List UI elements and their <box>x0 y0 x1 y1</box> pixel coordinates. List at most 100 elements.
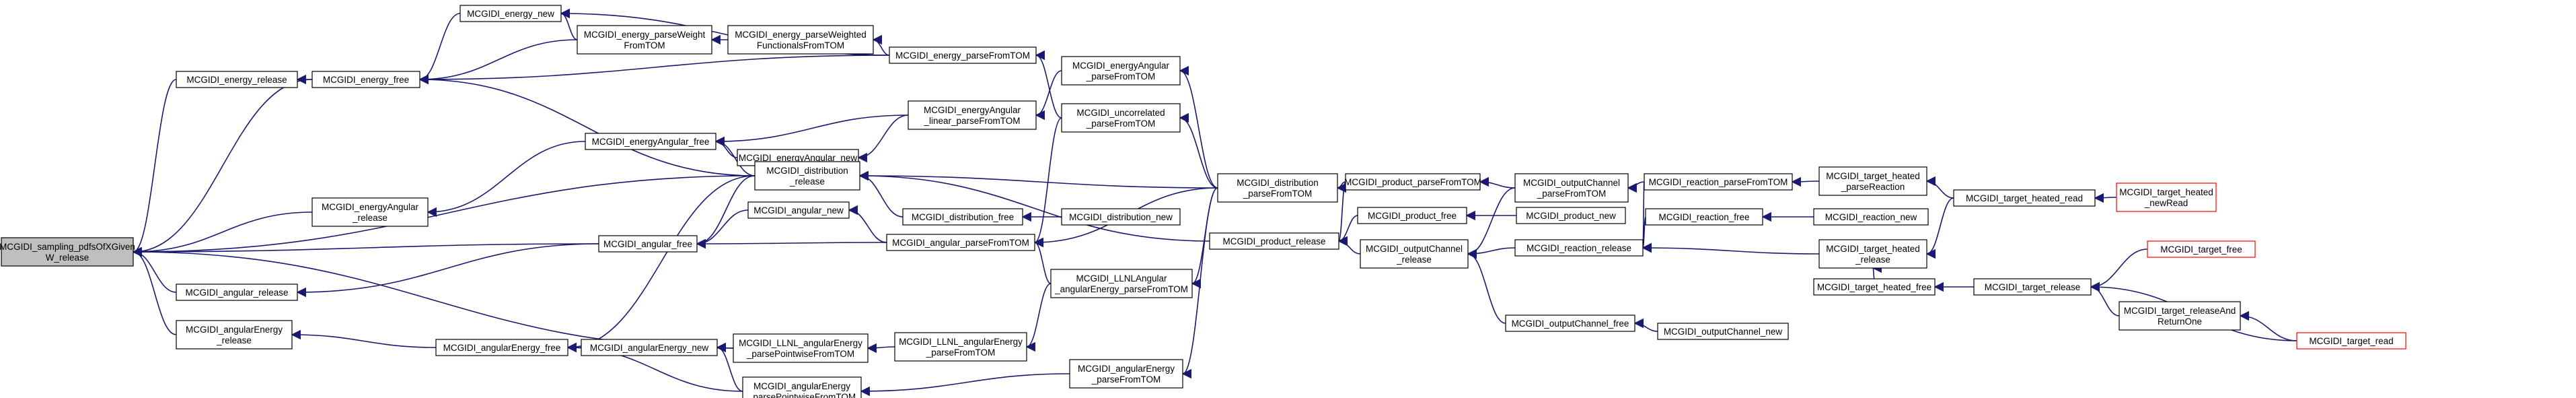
function-node-outputchannel-parsefromtom[interactable]: MCGIDI_outputChannel_parseFromTOM <box>1514 173 1629 203</box>
function-node-angularenergy-parsepointwise[interactable]: MCGIDI_angularEnergy_parsePointwiseFromT… <box>742 376 862 398</box>
call-edge <box>1337 181 1348 246</box>
node-box <box>1818 166 1927 196</box>
call-edge <box>858 170 904 218</box>
node-box <box>2116 183 2217 212</box>
call-edge <box>1627 181 1645 193</box>
node-label: FunctionalsFromTOM <box>757 40 844 51</box>
call-edge <box>427 141 586 218</box>
node-box <box>1514 173 1629 203</box>
function-node-outputchannel-release[interactable]: MCGIDI_outputChannel_release <box>1360 239 1469 269</box>
node-box <box>176 320 293 350</box>
function-node-energyangular-linear-parse[interactable]: MCGIDI_energyAngular_linear_parseFromTOM <box>908 100 1037 130</box>
node-label: _release <box>1396 255 1432 265</box>
function-node-distribution-parsefromtom[interactable]: MCGIDI_distribution_parseFromTOM <box>1217 173 1338 203</box>
node-box <box>1973 278 2092 296</box>
function-node-target-release[interactable]: MCGIDI_target_release <box>1973 278 2092 296</box>
node-label: MCGIDI_target_heated <box>2119 187 2213 197</box>
node-box <box>908 100 1037 130</box>
function-node-distribution-free[interactable]: MCGIDI_distribution_free <box>902 208 1023 226</box>
function-node-product-free[interactable]: MCGIDI_product_free <box>1357 207 1467 224</box>
function-node-reaction-release[interactable]: MCGIDI_reaction_release <box>1514 239 1644 257</box>
node-box <box>1953 189 2096 207</box>
function-node-target-heated-free[interactable]: MCGIDI_target_heated_free <box>1813 278 1936 296</box>
function-node-angularenergy-parsefromtom[interactable]: MCGIDI_angularEnergy_parseFromTOM <box>1069 359 1183 389</box>
call-edge <box>716 342 743 392</box>
call-edge <box>1035 70 1062 121</box>
node-box <box>754 161 860 191</box>
call-edge <box>560 8 578 40</box>
function-node-product-new[interactable]: MCGIDI_product_new <box>1516 207 1626 224</box>
node-label: _parsePointwiseFromTOM <box>746 349 854 359</box>
node-box <box>1050 269 1193 298</box>
function-node-angular-parsefromtom[interactable]: MCGIDI_angular_parseFromTOM <box>886 234 1035 251</box>
function-node-llnl-angularenergy-parsepointwise[interactable]: MCGIDI_LLNL_angularEnergy_parsePointwise… <box>733 333 869 363</box>
function-node-product-release[interactable]: MCGIDI_product_release <box>1209 232 1339 250</box>
function-node-uncorrelated-parsefromtom[interactable]: MCGIDI_uncorrelated_parseFromTOM <box>1061 103 1181 133</box>
node-box <box>176 284 298 301</box>
function-node-target-heated-release[interactable]: MCGIDI_target_heated_release <box>1818 239 1927 269</box>
node-layer: MCGIDI_sampling_pdfsOfXGivenW_releaseMCG… <box>0 5 2406 398</box>
node-label: MCGIDI_target_releaseAnd <box>2124 306 2236 316</box>
function-node-reaction-new[interactable]: MCGIDI_reaction_new <box>1813 208 1929 226</box>
function-node-energy-free[interactable]: MCGIDI_energy_free <box>311 71 420 88</box>
function-node-energy-new[interactable]: MCGIDI_energy_new <box>459 5 562 22</box>
function-node-distribution-new[interactable]: MCGIDI_distribution_new <box>1061 208 1181 226</box>
node-box <box>311 197 429 227</box>
function-node-distribution-release[interactable]: MCGIDI_distribution_release <box>754 161 860 191</box>
call-edge <box>714 136 738 158</box>
function-node-target-heated-newread[interactable]: MCGIDI_target_heated_newRead <box>2116 183 2217 212</box>
node-label: MCGIDI_target_heated_read <box>1966 193 2083 203</box>
function-node-energyangular-free[interactable]: MCGIDI_energyAngular_free <box>585 133 716 150</box>
node-box <box>581 339 718 356</box>
call-edge <box>1467 248 1506 324</box>
node-label: MCGIDI_distribution <box>1237 178 1319 188</box>
node-label: _newRead <box>2144 198 2188 208</box>
function-node-target-read[interactable]: MCGIDI_target_read <box>2296 332 2406 350</box>
function-node-llnlangular[interactable]: MCGIDI_LLNLAngular_angularEnergy_parseFr… <box>1050 269 1193 298</box>
function-node-reaction-parsefromtom[interactable]: MCGIDI_reaction_parseFromTOM <box>1644 173 1793 191</box>
node-label: _release <box>216 335 252 345</box>
function-node-energyangular-parsefromtom[interactable]: MCGIDI_energyAngular_parseFromTOM <box>1061 56 1181 86</box>
function-node-target-heated-read[interactable]: MCGIDI_target_heated_read <box>1953 189 2096 207</box>
function-node-outputchannel-free[interactable]: MCGIDI_outputChannel_free <box>1505 314 1635 332</box>
call-edge <box>1467 187 1516 259</box>
node-label: W_release <box>46 253 89 263</box>
node-label: MCGIDI_target_heated_free <box>1817 282 1931 292</box>
function-node-angular-free[interactable]: MCGIDI_angular_free <box>598 235 698 253</box>
function-node-energy-release[interactable]: MCGIDI_energy_release <box>176 71 298 88</box>
node-label: _parseFromTOM <box>1091 374 1161 385</box>
node-label: MCGIDI_angular_release <box>185 288 288 298</box>
node-label: MCGIDI_outputChannel_new <box>1664 327 1783 337</box>
function-node-angular-release[interactable]: MCGIDI_angular_release <box>176 284 298 301</box>
node-box <box>1645 208 1763 226</box>
function-node-energyangular-release[interactable]: MCGIDI_energyAngular_release <box>311 197 429 227</box>
call-edge <box>566 175 756 353</box>
node-box <box>2296 332 2406 350</box>
function-node-outputchannel-new[interactable]: MCGIDI_outputChannel_new <box>1657 323 1789 340</box>
function-node-product-parsefromtom[interactable]: MCGIDI_product_parseFromTOM <box>1344 173 1481 191</box>
node-box <box>1217 173 1338 203</box>
function-node-target-heated-parsereaction[interactable]: MCGIDI_target_heated_parseReaction <box>1818 166 1927 196</box>
function-node-energy-parsefromtom[interactable]: MCGIDI_energy_parseFromTOM <box>889 46 1037 64</box>
function-node-reaction-free[interactable]: MCGIDI_reaction_free <box>1645 208 1763 226</box>
function-node-angularenergy-new[interactable]: MCGIDI_angularEnergy_new <box>581 339 718 356</box>
call-edge <box>132 246 177 335</box>
function-node-angularenergy-free[interactable]: MCGIDI_angularEnergy_free <box>435 339 568 356</box>
call-edge <box>2090 248 2148 292</box>
function-node-angularenergy-release[interactable]: MCGIDI_angularEnergy_release <box>176 320 293 350</box>
function-node-angular-new[interactable]: MCGIDI_angular_new <box>747 201 850 219</box>
node-label: MCGIDI_angularEnergy <box>186 325 283 335</box>
function-node-energy-parseweightedfunctionals[interactable]: MCGIDI_energy_parseWeightedFunctionalsFr… <box>727 25 874 55</box>
node-label: MCGIDI_LLNL_angularEnergy <box>739 338 862 348</box>
function-node-llnl-angularenergy-parsefromtom[interactable]: MCGIDI_LLNL_angularEnergy_parseFromTOM <box>894 332 1027 362</box>
call-edge <box>714 136 756 176</box>
node-box <box>1061 103 1181 133</box>
node-box <box>1345 173 1481 191</box>
node-label: MCGIDI_energy_release <box>186 75 287 85</box>
node-box <box>742 376 862 398</box>
function-node-target-free[interactable]: MCGIDI_target_free <box>2147 240 2256 258</box>
node-box <box>1516 207 1626 224</box>
